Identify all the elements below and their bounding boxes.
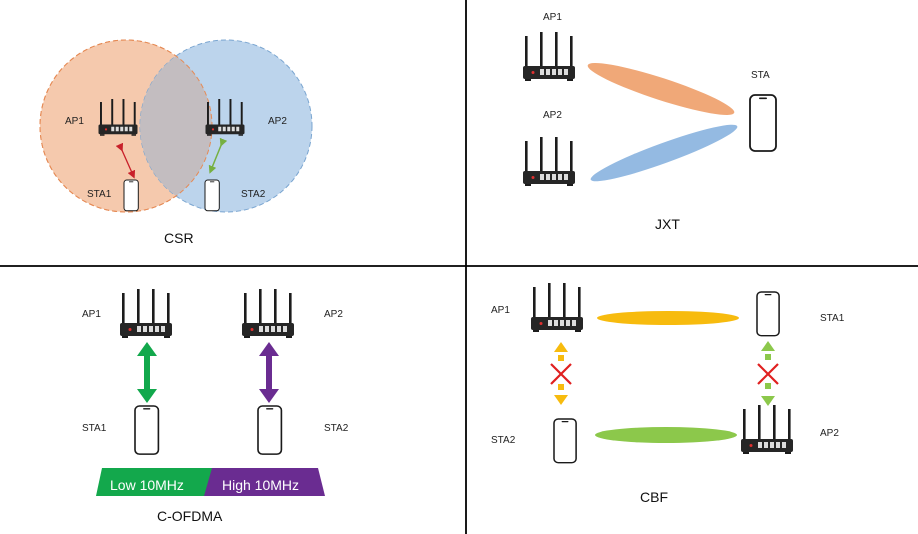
jxt-beam-ap2 <box>590 124 738 182</box>
jxt-beam-ap1 <box>587 63 735 115</box>
jxt-ap1-router-icon <box>523 32 575 81</box>
cbf-sta1-label: STA1 <box>820 313 845 324</box>
cbf-sta2-phone-icon <box>553 418 577 464</box>
cofdma-ap1-router-icon <box>120 289 172 338</box>
jxt-panel: AP1 AP2 STA JXT <box>523 12 777 232</box>
band-low-label: Low 10MHz <box>110 477 184 493</box>
cbf-ap2-router-icon <box>741 405 793 454</box>
csr-ap2-sta2-link <box>208 137 228 174</box>
jxt-title: JXT <box>655 216 680 232</box>
csr-sta2-label: STA2 <box>241 189 266 200</box>
cbf-ap2-label: AP2 <box>820 428 839 439</box>
csr-overlap-zone <box>140 40 212 212</box>
band-high-label: High 10MHz <box>222 477 299 493</box>
cbf-panel: AP1 STA1 STA2 AP2 CBF <box>491 283 845 505</box>
cofdma-title: C-OFDMA <box>157 508 223 524</box>
jxt-ap1-label: AP1 <box>543 12 562 23</box>
cbf-right-cross-icon <box>756 362 780 386</box>
cbf-beam-ap2-sta2 <box>595 427 737 443</box>
band-low-10mhz <box>96 468 212 496</box>
jxt-sta-label: STA <box>751 70 770 81</box>
csr-sta1-label: STA1 <box>87 189 112 200</box>
csr-sta2-phone-icon <box>204 179 220 212</box>
cbf-left-cross-icon <box>549 362 573 386</box>
cofdma-sta2-label: STA2 <box>324 423 349 434</box>
cbf-sta1-phone-icon <box>756 291 780 337</box>
cofdma-purple-double-arrow <box>259 342 279 403</box>
cbf-right-blocked-interference <box>756 341 780 406</box>
cofdma-sta1-phone-icon <box>134 405 160 455</box>
cofdma-sta1-label: STA1 <box>82 423 107 434</box>
cofdma-ap2-router-icon <box>242 289 294 338</box>
csr-ap1-label: AP1 <box>65 116 84 127</box>
cbf-sta2-label: STA2 <box>491 435 516 446</box>
cofdma-green-double-arrow <box>137 342 157 403</box>
cbf-beam-ap1-sta1 <box>597 311 739 325</box>
csr-ap2-label: AP2 <box>268 116 287 127</box>
cbf-ap1-router-icon <box>531 283 583 332</box>
csr-sta1-phone-icon <box>123 179 139 212</box>
jxt-ap2-router-icon <box>523 137 575 186</box>
csr-panel: AP1 AP2 STA1 STA2 CSR <box>39 39 313 246</box>
jxt-sta-phone-icon <box>749 94 777 152</box>
csr-title: CSR <box>164 230 194 246</box>
cofdma-sta2-phone-icon <box>257 405 283 455</box>
jxt-ap2-label: AP2 <box>543 110 562 121</box>
cbf-title: CBF <box>640 489 668 505</box>
cbf-left-blocked-interference <box>549 342 573 405</box>
cofdma-panel: Low 10MHz High 10MHz AP1 AP2 STA1 STA2 C… <box>82 289 349 524</box>
csr-ap1-sta1-link <box>115 142 136 179</box>
band-high-10mhz <box>204 468 325 496</box>
cofdma-ap2-label: AP2 <box>324 309 343 320</box>
cbf-ap1-label: AP1 <box>491 305 510 316</box>
cofdma-ap1-label: AP1 <box>82 309 101 320</box>
